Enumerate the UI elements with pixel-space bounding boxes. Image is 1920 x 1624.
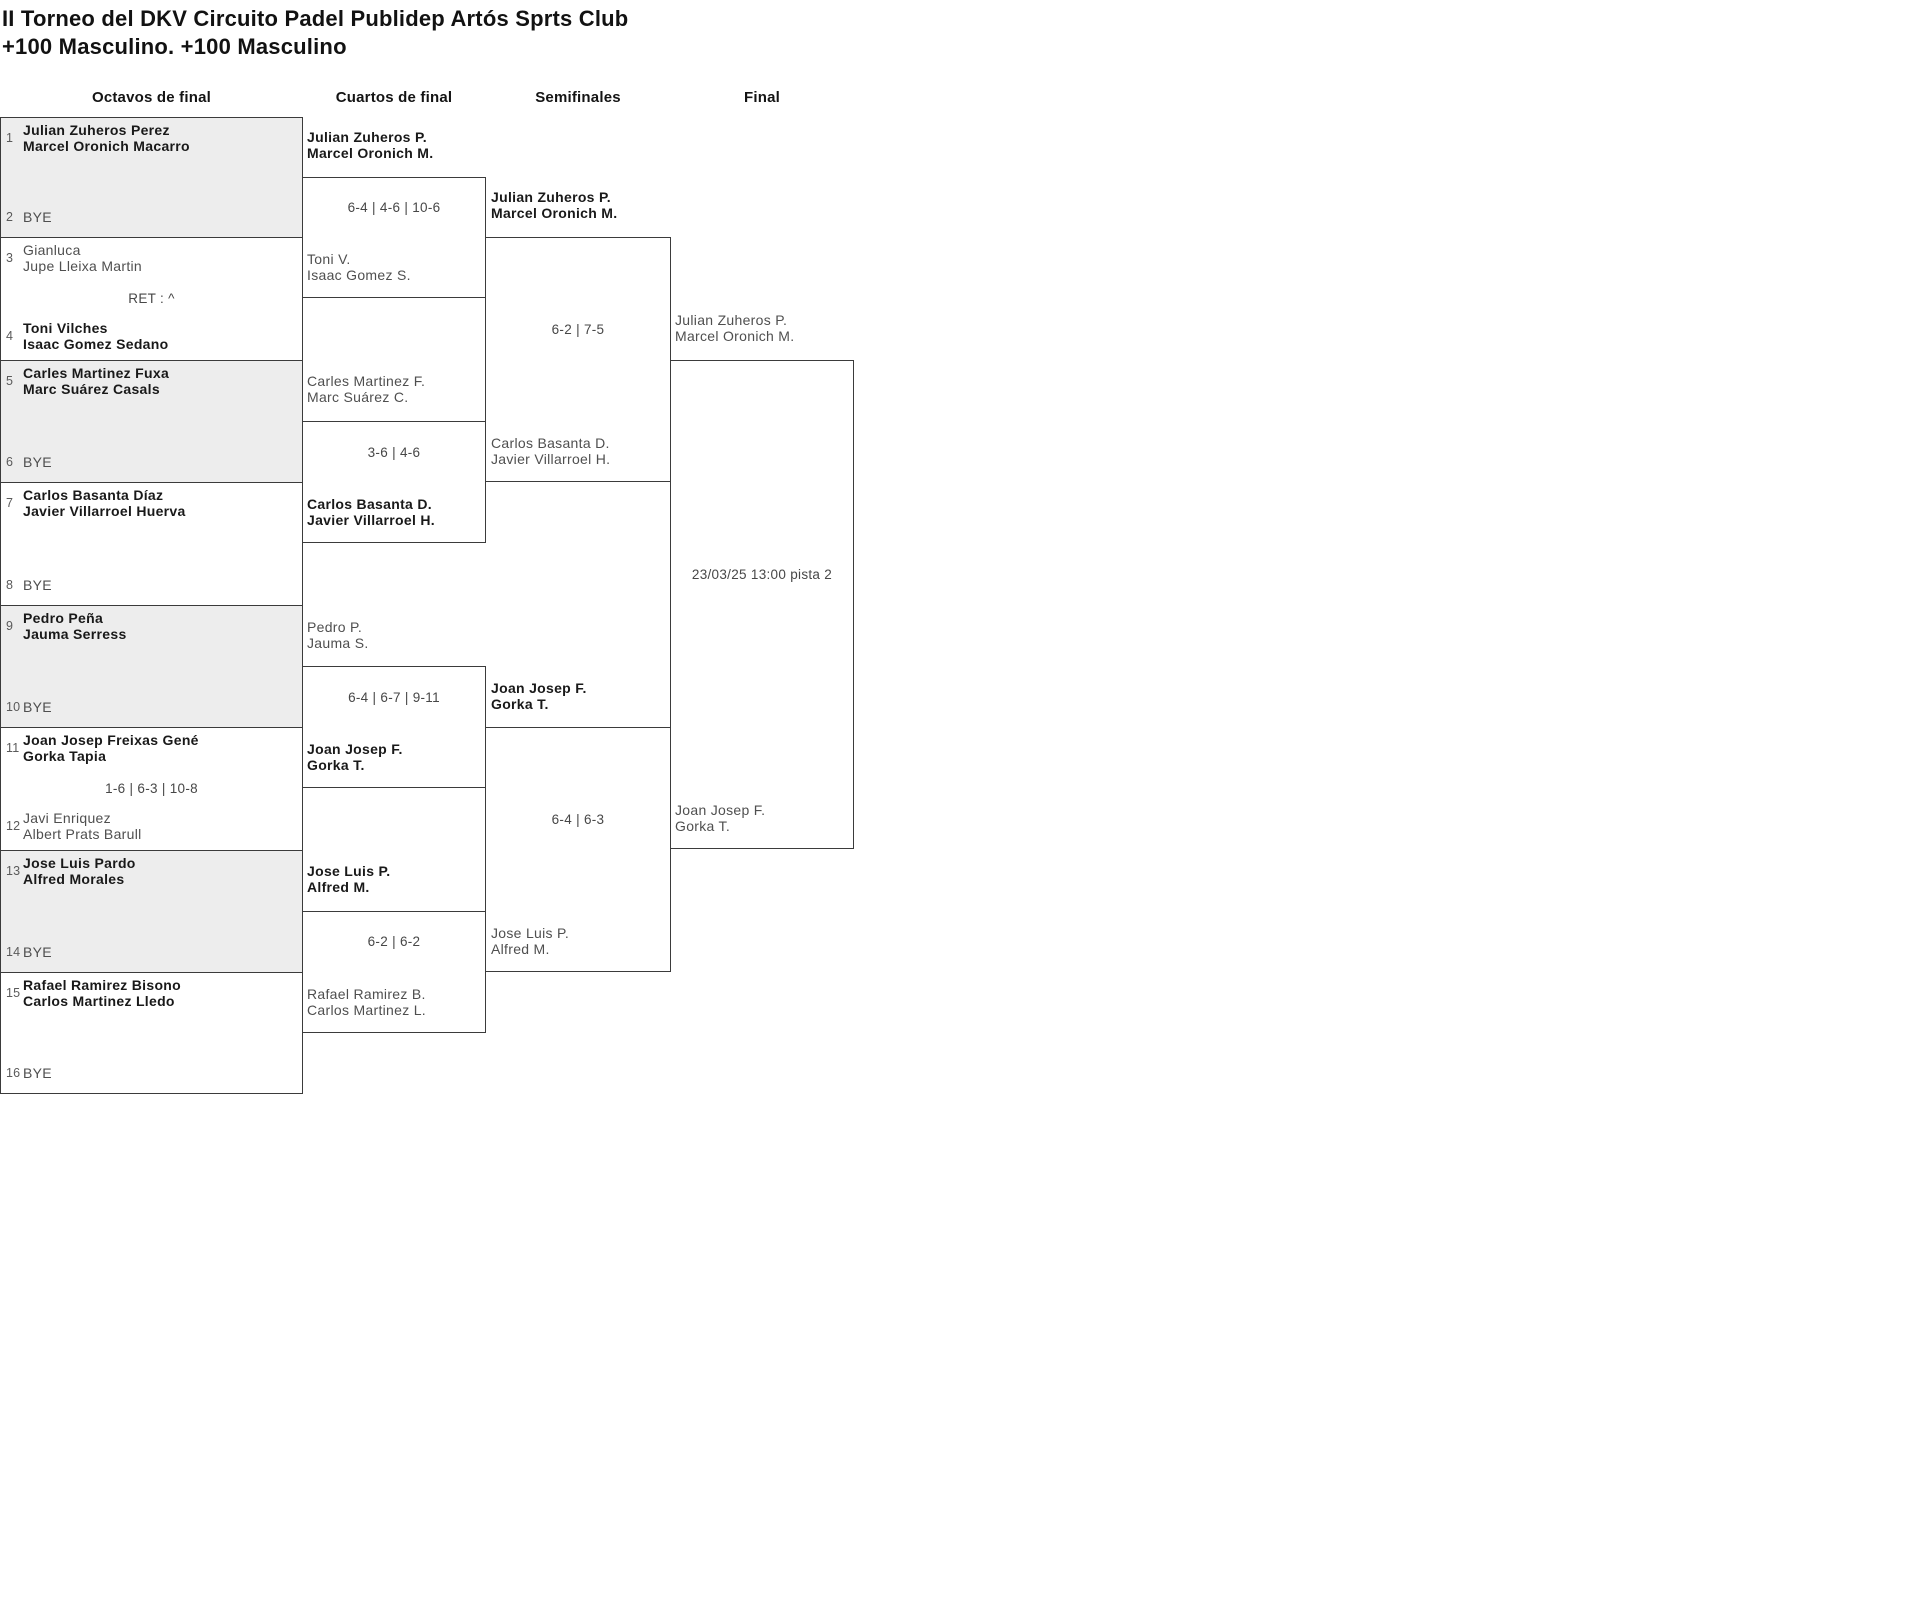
- qf-match-box-4: [302, 911, 486, 1033]
- team-slot: 6 BYE: [1, 454, 52, 470]
- team-name: Javi Enriquez Albert Prats Barull: [23, 810, 142, 842]
- round-header-semifinales: Semifinales: [535, 89, 621, 106]
- team-slot: 14 BYE: [1, 944, 52, 960]
- team-name: BYE: [23, 209, 52, 225]
- team-name: BYE: [23, 1065, 52, 1081]
- team-name: Jose Luis P.Alfred M.: [491, 925, 570, 957]
- page-title: II Torneo del DKV Circuito Padel Publide…: [2, 6, 629, 31]
- team-name: BYE: [23, 454, 52, 470]
- seed-label: 11: [6, 741, 20, 755]
- team-name: BYE: [23, 699, 52, 715]
- r16-match-box-8: 15 Rafael Ramirez Bisono Carlos Martinez…: [0, 972, 303, 1094]
- qf-match-box-2: [302, 421, 486, 543]
- seed-label: 12: [6, 819, 21, 833]
- seed-label: 14: [6, 945, 21, 959]
- seed-label: 16: [6, 1066, 21, 1080]
- team-name: BYE: [23, 577, 52, 593]
- match-schedule: 23/03/25 13:00 pista 2: [691, 567, 833, 582]
- round-header-cuartos: Cuartos de final: [335, 89, 453, 106]
- seed-label: 13: [6, 864, 21, 878]
- seed-label: 8: [6, 578, 14, 592]
- team-slot: 2 BYE: [1, 209, 52, 225]
- match-score: 1-6 | 6-3 | 10-8: [105, 781, 198, 796]
- team-name: Carles Martinez F.Marc Suárez C.: [307, 373, 426, 405]
- team-name: Carlos Basanta Díaz Javier Villarroel Hu…: [23, 487, 186, 519]
- team-name: Carles Martinez Fuxa Marc Suárez Casals: [23, 365, 170, 397]
- team-slot: 1 Julian Zuheros Perez Marcel Oronich Ma…: [1, 122, 190, 154]
- r16-match-box-1: 1 Julian Zuheros Perez Marcel Oronich Ma…: [0, 117, 303, 237]
- r16-match-box-7: 13 Jose Luis Pardo Alfred Morales 14 BYE: [0, 850, 303, 972]
- team-name: Julian Zuheros P.Marcel Oronich M.: [307, 129, 434, 161]
- round-header-octavos: Octavos de final: [91, 89, 212, 106]
- team-slot: 10 BYE: [1, 699, 52, 715]
- seed-label: 7: [6, 496, 14, 510]
- match-score: 6-2 | 6-2: [367, 934, 421, 949]
- team-slot: 4 Toni Vilches Isaac Gomez Sedano: [1, 320, 168, 352]
- sf-match-box-1: [485, 237, 671, 482]
- team-name: Jose Luis P.Alfred M.: [307, 863, 391, 895]
- round-header-final: Final: [743, 89, 780, 106]
- r16-match-box-6: 11 Joan Josep Freixas Gené Gorka Tapia 1…: [0, 727, 303, 850]
- team-name: Pedro P.Jauma S.: [307, 619, 369, 651]
- team-name: Toni Vilches Isaac Gomez Sedano: [23, 320, 169, 352]
- r16-match-box-5: 9 Pedro Peña Jauma Serress 10 BYE: [0, 605, 303, 727]
- team-slot: 3 Gianluca Jupe Lleixa Martin: [1, 242, 142, 274]
- team-name: Carlos Basanta D.Javier Villarroel H.: [307, 496, 435, 528]
- sf-match-box-2: [485, 727, 671, 972]
- final-match-box: [670, 360, 854, 849]
- match-score: RET : ^: [128, 291, 175, 306]
- seed-label: 10: [6, 700, 21, 714]
- team-name: BYE: [23, 944, 52, 960]
- team-name: Joan Josep F.Gorka T.: [491, 680, 587, 712]
- team-name: Rafael Ramirez Bisono Carlos Martinez Ll…: [23, 977, 182, 1009]
- team-name: Julian Zuheros P.Marcel Oronich M.: [675, 312, 795, 344]
- team-name: Rafael Ramirez B.Carlos Martinez L.: [307, 986, 426, 1018]
- r16-match-box-4: 7 Carlos Basanta Díaz Javier Villarroel …: [0, 482, 303, 605]
- seed-label: 2: [6, 210, 14, 224]
- match-score: 6-4 | 4-6 | 10-6: [347, 200, 441, 215]
- page-subtitle: +100 Masculino. +100 Masculino: [2, 34, 347, 59]
- match-score: 6-4 | 6-7 | 9-11: [348, 690, 440, 705]
- seed-label: 5: [6, 374, 14, 388]
- team-name: Toni V.Isaac Gomez S.: [307, 251, 411, 283]
- team-slot: 8 BYE: [1, 577, 52, 593]
- match-score: 3-6 | 4-6: [367, 445, 421, 460]
- team-slot: 9 Pedro Peña Jauma Serress: [1, 610, 127, 642]
- team-name: Jose Luis Pardo Alfred Morales: [23, 855, 136, 887]
- team-slot: 7 Carlos Basanta Díaz Javier Villarroel …: [1, 487, 186, 519]
- seed-label: 6: [6, 455, 14, 469]
- team-slot: 13 Jose Luis Pardo Alfred Morales: [1, 855, 136, 887]
- seed-label: 9: [6, 619, 14, 633]
- team-slot: 11 Joan Josep Freixas Gené Gorka Tapia: [1, 732, 199, 764]
- seed-label: 15: [6, 986, 21, 1000]
- team-name: Joan Josep F.Gorka T.: [307, 741, 403, 773]
- team-name: Pedro Peña Jauma Serress: [23, 610, 127, 642]
- team-slot: 5 Carles Martinez Fuxa Marc Suárez Casal…: [1, 365, 169, 397]
- match-score: 6-2 | 7-5: [551, 322, 605, 337]
- seed-label: 1: [6, 131, 14, 145]
- team-slot: 15 Rafael Ramirez Bisono Carlos Martinez…: [1, 977, 181, 1009]
- seed-label: 3: [6, 251, 14, 265]
- r16-match-box-3: 5 Carles Martinez Fuxa Marc Suárez Casal…: [0, 360, 303, 482]
- team-slot: 16 BYE: [1, 1065, 52, 1081]
- team-name: Carlos Basanta D.Javier Villarroel H.: [491, 435, 611, 467]
- seed-label: 4: [6, 329, 14, 343]
- team-name: Joan Josep F.Gorka T.: [675, 802, 766, 834]
- match-score: 6-4 | 6-3: [551, 812, 605, 827]
- team-name: Julian Zuheros Perez Marcel Oronich Maca…: [23, 122, 190, 154]
- r16-match-box-2: 3 Gianluca Jupe Lleixa Martin RET : ^ 4 …: [0, 237, 303, 360]
- team-name: Joan Josep Freixas Gené Gorka Tapia: [23, 732, 199, 764]
- team-name: Gianluca Jupe Lleixa Martin: [23, 242, 143, 274]
- team-slot: 12 Javi Enriquez Albert Prats Barull: [1, 810, 142, 842]
- team-name: Julian Zuheros P.Marcel Oronich M.: [491, 189, 618, 221]
